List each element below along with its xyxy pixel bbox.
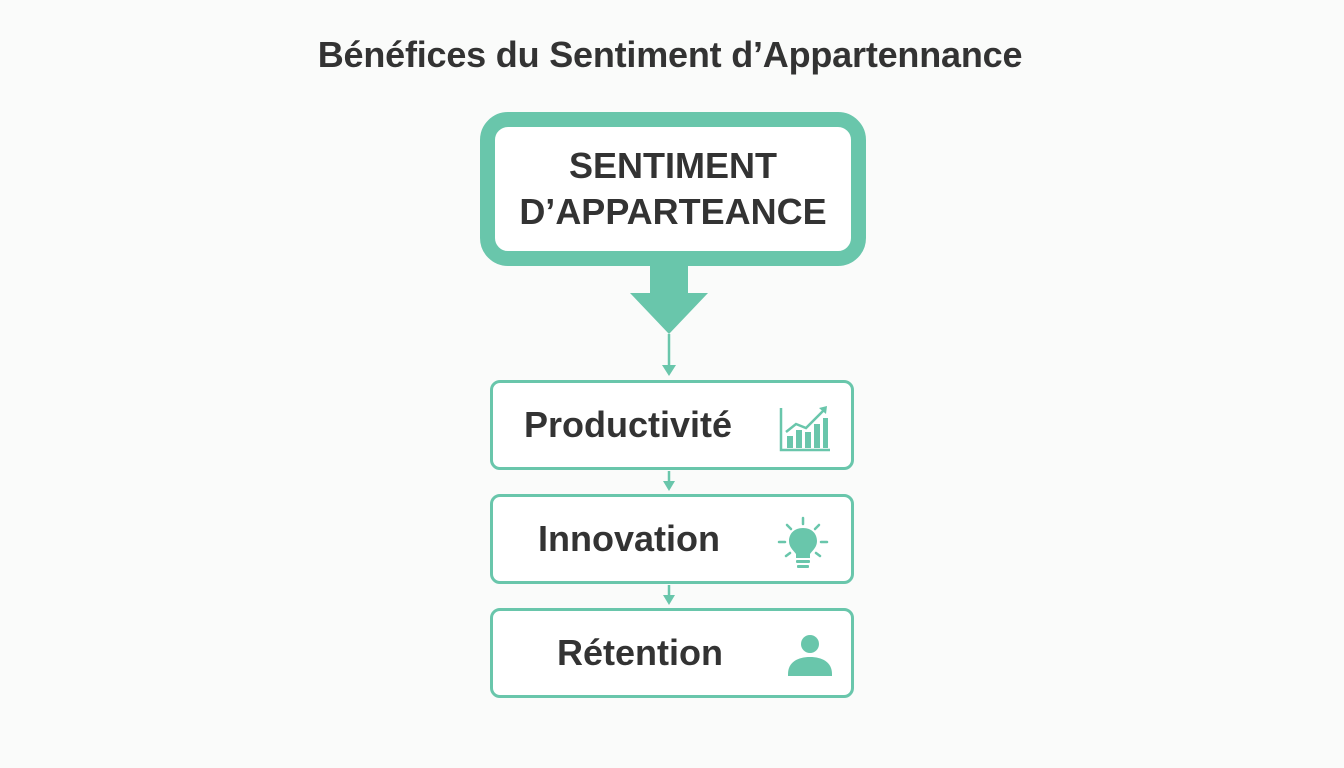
connector-arrowhead-2 bbox=[663, 481, 675, 491]
benefit-label-innovation: Innovation bbox=[538, 518, 720, 559]
benefit-label-retention: Rétention bbox=[557, 632, 723, 673]
bar-chart-growth-icon bbox=[779, 406, 830, 452]
connector-arrowhead-3 bbox=[663, 595, 675, 605]
sentiment-label-line1: SENTIMENT bbox=[568, 145, 777, 186]
sentiment-label-line2: D’APPARTEANCE bbox=[519, 191, 827, 232]
main-down-arrow bbox=[630, 258, 708, 334]
benefit-label-productivite: Productivité bbox=[524, 404, 733, 445]
benefit-box-retention: Rétention bbox=[490, 608, 854, 698]
benefit-box-productivite: Productivité bbox=[490, 380, 854, 470]
benefit-box-innovation: Innovation bbox=[490, 494, 854, 584]
sentiment-box: SENTIMENT D’APPARTEANCE bbox=[480, 112, 866, 266]
lightbulb-icon bbox=[777, 516, 829, 568]
person-icon bbox=[788, 635, 832, 676]
connector-arrowhead-1 bbox=[662, 365, 676, 376]
diagram-title: Bénéfices du Sentiment d’Appartennance bbox=[317, 34, 1023, 75]
